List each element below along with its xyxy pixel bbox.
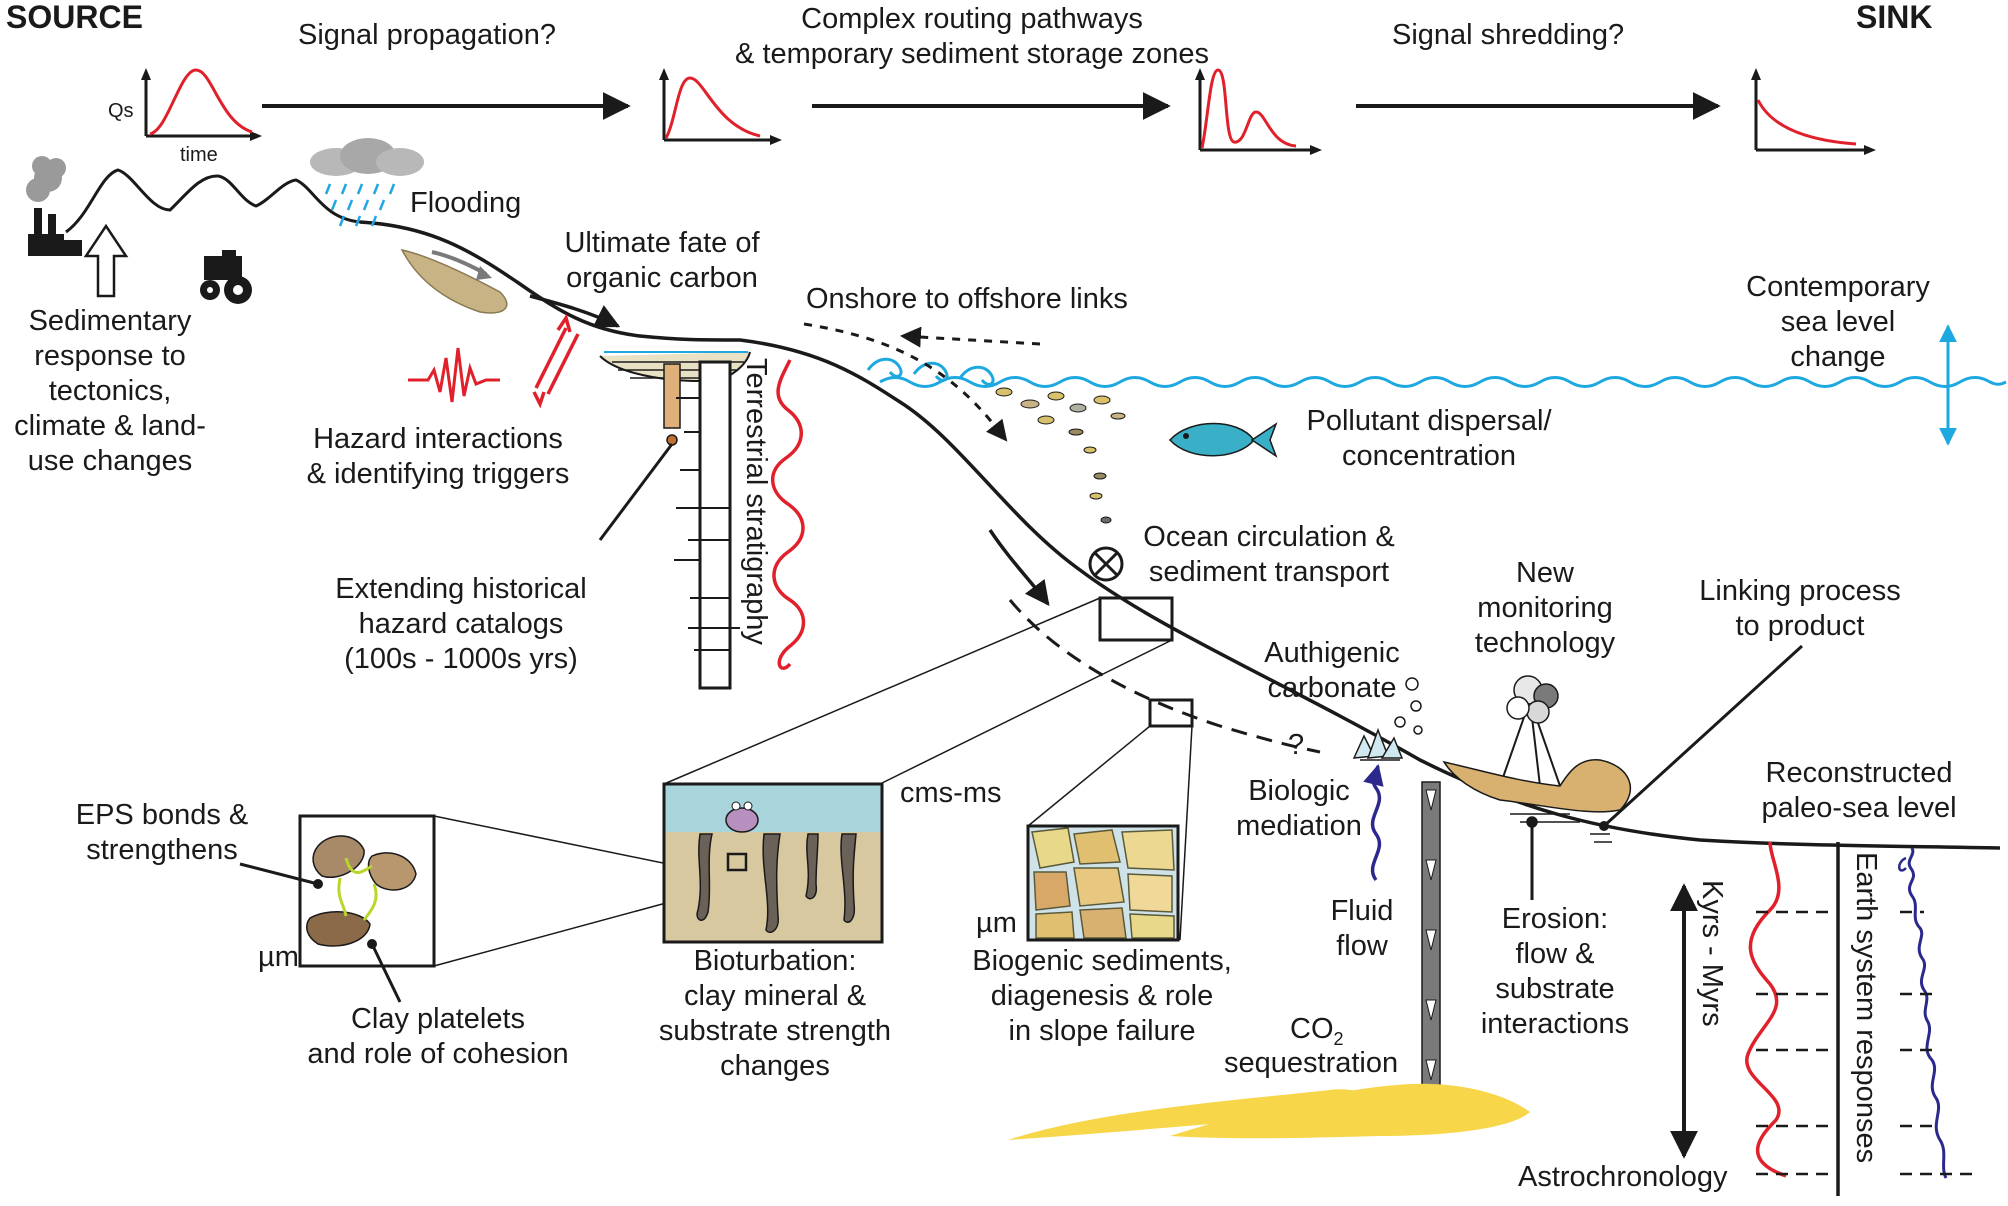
slump-deposit	[1442, 759, 1631, 813]
terrestrial-stratigraphy-label: Terrestrial stratigraphy	[740, 358, 772, 645]
fluid-flow-label: Fluid flow	[1330, 895, 1394, 962]
qs-plot-3	[1195, 68, 1322, 155]
stratigraphy-signal	[770, 359, 806, 670]
sequestration-label: sequestration	[1224, 1047, 1399, 1079]
bioturbation-label: Bioturbation: clay mineral & substrate s…	[658, 945, 892, 1082]
organic-carbon-arrow	[529, 294, 621, 328]
sediment-particles	[995, 387, 1126, 524]
tractor-icon	[200, 250, 252, 304]
um-label-mid: µm	[976, 907, 1017, 939]
signal-propagation-label: Signal propagation?	[298, 19, 556, 51]
astrochronology-label: Astrochronology	[1518, 1161, 1728, 1193]
worm-creature-icon	[725, 801, 759, 833]
zoom-box-deep	[1148, 698, 1194, 728]
reconstructed-sea-level-label: Reconstructed paleo-sea level	[1761, 757, 1957, 824]
carbonate-crystals-icon	[1352, 727, 1404, 761]
cms-ms-label: cms-ms	[900, 777, 1002, 809]
erosion-label: Erosion: flow & substrate interactions	[1480, 903, 1630, 1040]
ocean-circulation-label: Ocean circulation & sediment transport	[1143, 521, 1395, 588]
historical-catalogs-label: Extending historical hazard catalogs (10…	[335, 573, 587, 675]
slip-surface-dashed	[1008, 599, 1321, 754]
clay-platelets-label: Clay platelets and role of cohesion	[307, 1003, 569, 1070]
smoke-icon	[26, 156, 66, 202]
qs-plot-2	[659, 68, 782, 145]
bubbles	[1394, 677, 1423, 735]
borehole	[1421, 781, 1441, 1133]
sea-surface	[879, 376, 2007, 388]
stratigraphy-column	[674, 360, 740, 690]
authigenic-carbonate-label: Authigenic carbonate	[1264, 637, 1400, 704]
sea-level-change-label: Contemporary sea level change	[1746, 271, 1930, 373]
pollutant-label: Pollutant dispersal/ concentration	[1306, 405, 1552, 472]
routing-label: Complex routing pathways & temporary sed…	[735, 3, 1209, 70]
organic-carbon-label: Ultimate fate of organic carbon	[564, 227, 760, 294]
circled-x-symbol	[1088, 546, 1124, 582]
clay-panel	[239, 814, 436, 1003]
fish-icon	[1168, 422, 1278, 458]
linking-pointer	[1602, 644, 1804, 828]
factory-icon	[28, 208, 82, 256]
hollow-up-arrow	[83, 223, 129, 298]
time-axis-label: time	[180, 144, 218, 166]
um-label-left: µm	[258, 941, 299, 973]
qs-plot-4	[1751, 68, 1876, 155]
rain-cloud-icon	[310, 138, 424, 227]
fault-symbol	[532, 313, 580, 409]
onshore-offshore-label: Onshore to offshore links	[806, 283, 1128, 315]
land-surface	[359, 220, 2001, 850]
sink-label: SINK	[1856, 0, 1933, 35]
co2-label: CO2	[1290, 1012, 1344, 1057]
onshore-offshore-dotted-arrow-2	[899, 326, 1041, 348]
onshore-offshore-dotted-arrow-1	[803, 322, 1008, 442]
slope-failure-arrow	[988, 529, 1050, 606]
bioturbation-panel	[662, 782, 884, 944]
qs-plot-1	[141, 68, 262, 141]
sand-reservoir	[1008, 1083, 1530, 1140]
biogenic-sediments-label: Biogenic sediments, diagenesis & role in…	[972, 945, 1232, 1047]
fluid-flow-wiggle	[1363, 763, 1384, 882]
seismogram	[408, 347, 500, 403]
signal-shredding-label: Signal shredding?	[1392, 19, 1625, 51]
mountain-range	[65, 168, 361, 234]
monitoring-device-icon	[1499, 675, 1561, 787]
flooding-label: Flooding	[410, 187, 522, 219]
new-monitoring-label: New monitoring technology	[1474, 557, 1616, 659]
biologic-mediation-label: Biologic mediation	[1236, 775, 1362, 842]
co2-text: CO	[1290, 1013, 1334, 1045]
hazard-interactions-label: Hazard interactions & identifying trigge…	[306, 423, 570, 490]
astrochronology-panel	[1670, 841, 1974, 1196]
source-label: SOURCE	[6, 0, 143, 35]
grain-panel	[1026, 824, 1180, 942]
sediment-lobe	[400, 248, 508, 314]
zoom-box-slope	[1098, 596, 1174, 642]
co2-subscript: 2	[1333, 1028, 1344, 1049]
sedimentary-response-label: Sedimentary response to tectonics, clima…	[14, 305, 206, 477]
kyrs-myrs-label: Kyrs - Myrs	[1696, 880, 1728, 1027]
erosion-pointer	[1510, 813, 1612, 900]
question-mark: ?	[1288, 729, 1305, 761]
breaking-waves	[866, 357, 995, 386]
earth-system-responses-label: Earth system responses	[1850, 852, 1882, 1164]
eps-bonds-label: EPS bonds & strengthens	[75, 799, 249, 866]
qs-axis-label: Qs	[108, 100, 134, 122]
linking-process-label: Linking process to product	[1699, 575, 1901, 642]
